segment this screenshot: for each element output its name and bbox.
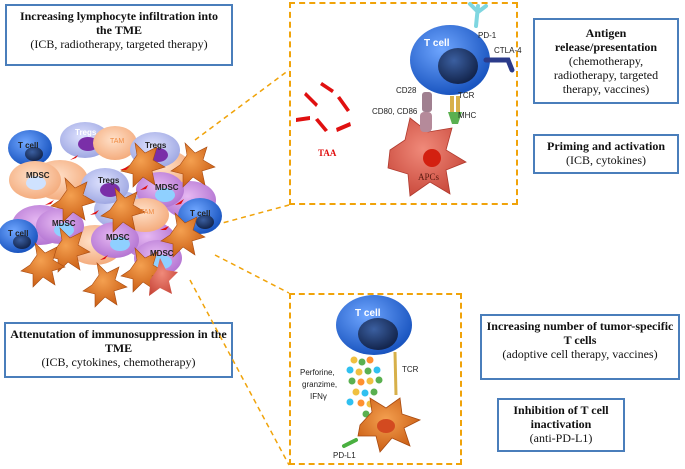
label-mdsc: MDSC — [52, 219, 76, 228]
box-subtitle: (anti-PD-L1) — [529, 431, 593, 445]
label-tcell-top: T cell — [424, 38, 450, 49]
label-mdsc: MDSC — [150, 249, 174, 258]
box-inhibition-inactivation: Inhibition of T cell inactivation (anti-… — [497, 398, 625, 452]
taa-fragments — [296, 82, 351, 132]
label-tregs: Tregs — [145, 141, 167, 150]
cytotoxic-granules — [346, 356, 383, 418]
box-subtitle: (ICB, cytokines) — [566, 153, 646, 167]
box-title: Increasing number of tumor-specific T ce… — [486, 319, 674, 347]
tme-cell-cluster: Tregs Tregs Tregs T cell T cell T cell M… — [0, 122, 222, 308]
box-title: Priming and activation — [546, 139, 665, 153]
panel-bottom-killing — [289, 293, 462, 465]
label-mdsc: MDSC — [106, 233, 130, 242]
label-mdsc: MDSC — [26, 171, 50, 180]
label-tregs: Tregs — [98, 176, 120, 185]
label-mhc: MHC — [458, 111, 476, 120]
box-subtitle: (chemotherapy, radiotherapy, targeted th… — [553, 54, 659, 96]
box-subtitle: (ICB, cytokines, chemotherapy) — [41, 355, 196, 369]
box-title: Attenutation of immunosuppression in the… — [10, 327, 227, 355]
label-tcr-top: TCR — [458, 91, 475, 100]
box-title: Increasing lymphocyte infiltration into … — [19, 9, 219, 37]
killing-illustration: T cell TCR PD-L1 Perforine, granzime, IF… — [300, 295, 422, 460]
label-tam: TAM — [110, 138, 124, 145]
label-cd28: CD28 — [396, 86, 417, 95]
label-mdsc: MDSC — [155, 183, 179, 192]
box-subtitle: (ICB, radiotherapy, targeted therapy) — [30, 37, 208, 51]
label-tcell: T cell — [190, 209, 210, 218]
label-tcell: T cell — [18, 141, 38, 150]
box-tumor-specific-tcells: Increasing number of tumor-specific T ce… — [480, 314, 680, 380]
box-priming-activation: Priming and activation (ICB, cytokines) — [533, 134, 679, 174]
label-tam: TAM — [140, 209, 154, 216]
label-granzime: granzime, — [302, 380, 337, 389]
connector-lines — [189, 69, 290, 466]
label-tregs: Tregs — [75, 128, 97, 137]
box-immunosuppression: Attenutation of immunosuppression in the… — [4, 322, 233, 378]
box-title: Antigen release/presentation — [554, 26, 658, 54]
label-tcell: T cell — [8, 229, 28, 238]
label-ctla4: CTLA-4 — [494, 46, 522, 55]
panel-top-priming — [289, 2, 518, 205]
label-pd1: PD-1 — [478, 31, 497, 40]
box-antigen-release: Antigen release/presentation (chemothera… — [533, 18, 679, 104]
label-tcr-bottom: TCR — [402, 365, 419, 374]
label-taa: TAA — [318, 148, 337, 158]
priming-illustration: TAA APCs T cell PD-1 CTLA-4 CD28 CD80, C… — [296, 2, 522, 197]
box-title: Inhibition of T cell inactivation — [513, 403, 609, 431]
label-ifng: IFNγ — [310, 392, 327, 401]
label-tcell-bottom: T cell — [355, 308, 381, 319]
box-subtitle: (adoptive cell therapy, vaccines) — [502, 347, 658, 361]
label-cd80-cd86: CD80, CD86 — [372, 107, 418, 116]
label-pdl1: PD-L1 — [333, 451, 356, 460]
label-apcs: APCs — [418, 172, 440, 182]
label-perforine: Perforine, — [300, 368, 335, 377]
box-lymphocyte-infiltration: Increasing lymphocyte infiltration into … — [5, 4, 233, 66]
